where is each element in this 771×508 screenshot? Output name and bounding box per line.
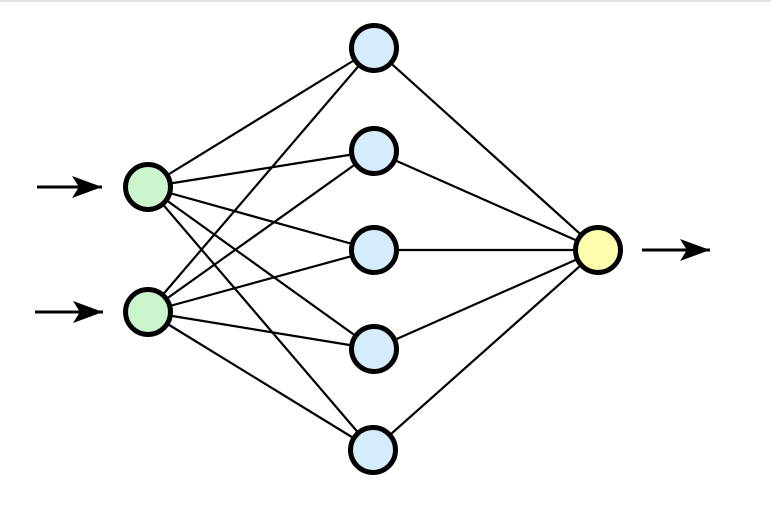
- edge-input-node-1-to-hidden-node-3: [147, 185, 375, 252]
- input-node-2: [123, 287, 173, 337]
- hidden-node-5: [348, 425, 398, 475]
- top-border-line: [0, 0, 771, 2]
- edge-input-node-1-to-hidden-node-2: [147, 149, 375, 189]
- output-node-1: [573, 225, 623, 275]
- edge-hidden-node-1-to-output-node-1: [373, 47, 599, 251]
- edge-input-node-2-to-hidden-node-3: [147, 248, 375, 314]
- edge-input-node-2-to-hidden-node-4: [147, 310, 375, 351]
- hidden-node-1: [349, 23, 399, 73]
- edge-input-node-1-to-hidden-node-4: [147, 186, 375, 350]
- input-node-1: [123, 162, 173, 212]
- edge-input-node-1-to-hidden-node-1: [147, 47, 375, 188]
- edge-input-node-2-to-hidden-node-5: [147, 311, 374, 451]
- edge-hidden-node-5-to-output-node-1: [372, 249, 599, 451]
- edge-input-node-1-to-hidden-node-5: [147, 186, 374, 451]
- edge-input-node-2-to-hidden-node-2: [147, 150, 375, 313]
- edge-hidden-node-4-to-output-node-1: [373, 248, 599, 351]
- edge-input-node-2-to-hidden-node-1: [147, 47, 375, 313]
- edge-hidden-node-2-to-output-node-1: [373, 149, 599, 252]
- hidden-node-4: [349, 324, 399, 374]
- hidden-node-2: [349, 126, 399, 176]
- hidden-node-3: [349, 225, 399, 275]
